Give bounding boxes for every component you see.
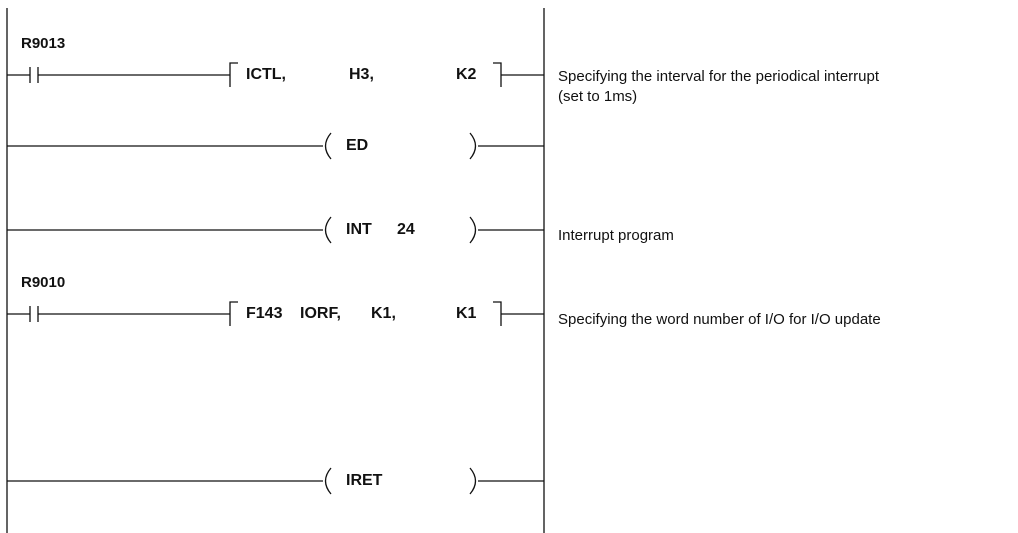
contact-label-r9010: R9010 — [21, 274, 66, 291]
instruction-f143: F143 — [246, 305, 283, 322]
contact-label-r9013: R9013 — [21, 35, 66, 52]
coil-ed: ED — [346, 137, 369, 154]
rung-5 — [7, 467, 544, 495]
function-open-bracket — [229, 301, 238, 326]
rung-2 — [7, 132, 544, 160]
rung-4 — [7, 301, 544, 326]
coil-iret: IRET — [346, 472, 383, 489]
comment-rung-4: Specifying the word number of I/O for I/… — [558, 311, 881, 328]
coil-int: INT — [346, 221, 372, 238]
operand-k1-first: K1, — [371, 305, 396, 322]
coil-int-number: 24 — [397, 221, 415, 238]
coil-open-paren — [324, 216, 332, 244]
coil-close-paren — [469, 467, 477, 495]
coil-close-paren — [469, 216, 477, 244]
contact-symbol — [29, 306, 39, 322]
coil-close-paren — [469, 132, 477, 160]
contact-symbol — [29, 67, 39, 83]
comment-rung-1-line-2: (set to 1ms) — [558, 88, 638, 105]
function-open-bracket — [229, 62, 238, 87]
coil-open-paren — [324, 467, 332, 495]
function-close-bracket — [493, 62, 502, 87]
operand-k1-second: K1 — [456, 305, 477, 322]
comment-rung-3: Interrupt program — [558, 227, 674, 244]
operand-k2: K2 — [456, 66, 477, 83]
rung-1 — [7, 62, 544, 87]
comment-rung-1-line-1: Specifying the interval for the periodic… — [558, 68, 880, 85]
instruction-iorf: IORF, — [300, 305, 341, 322]
instruction-ictl: ICTL, — [246, 66, 286, 83]
coil-open-paren — [324, 132, 332, 160]
operand-h3: H3, — [349, 66, 374, 83]
function-close-bracket — [493, 301, 502, 326]
rung-3 — [7, 216, 544, 244]
